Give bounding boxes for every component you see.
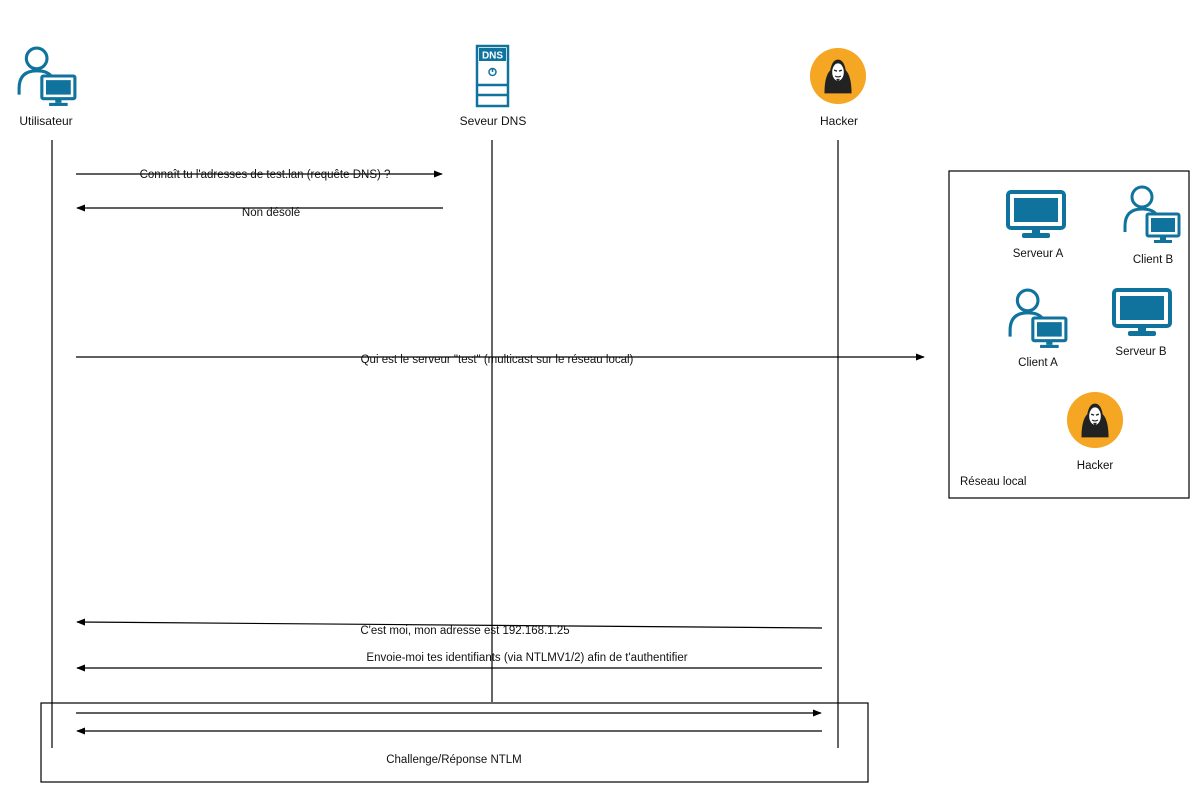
node-serveur-a: Serveur A xyxy=(1006,190,1066,260)
participant-hacker: Hacker xyxy=(809,47,867,128)
participant-dns-label: Seveur DNS xyxy=(460,114,527,128)
user-computer-icon xyxy=(1123,185,1181,244)
challenge-box: Challenge/Réponse NTLM xyxy=(40,702,869,783)
node-client-b: Client B xyxy=(1123,185,1181,266)
message-dns-reply-label: Non désolé xyxy=(242,207,300,219)
node-serveur-b-label: Serveur B xyxy=(1115,346,1166,358)
node-client-a: Client A xyxy=(1008,288,1068,369)
message-hacker-request-label: Envoie-moi tes identifiants (via NTLMV1/… xyxy=(366,652,687,664)
message-dns-query-label: Connaît tu l'adresses de test.lan (requê… xyxy=(140,169,391,181)
hacker-icon xyxy=(1066,391,1124,449)
user-computer-icon xyxy=(1008,288,1068,349)
participant-hacker-label: Hacker xyxy=(820,114,858,128)
message-multicast-label: Qui est le serveur "test" (multicast sur… xyxy=(361,354,634,366)
local-network-label: Réseau local xyxy=(960,476,1026,488)
message-hacker-claim: C'est moi, mon adresse est 192.168.1.25 xyxy=(76,618,823,637)
message-multicast: Qui est le serveur "test" (multicast sur… xyxy=(76,353,925,366)
user-computer-icon xyxy=(17,46,77,107)
participant-user-label: Utilisateur xyxy=(19,114,72,128)
message-dns-query: Connaît tu l'adresses de test.lan (requê… xyxy=(76,169,443,181)
message-hacker-request: Envoie-moi tes identifiants (via NTLMV1/… xyxy=(76,652,822,672)
node-client-a-label: Client A xyxy=(1018,357,1058,369)
node-client-b-label: Client B xyxy=(1133,254,1174,266)
node-serveur-b: Serveur B xyxy=(1112,288,1172,358)
challenge-box-label: Challenge/Réponse NTLM xyxy=(386,754,522,766)
participant-dns: DNS Seveur DNS xyxy=(460,44,527,128)
monitor-icon xyxy=(1006,190,1066,240)
message-hacker-claim-label: C'est moi, mon adresse est 192.168.1.25 xyxy=(360,625,569,637)
node-hacker-label: Hacker xyxy=(1077,460,1114,472)
node-serveur-a-label: Serveur A xyxy=(1013,248,1064,260)
participant-user: Utilisateur xyxy=(17,46,77,128)
hacker-icon xyxy=(809,47,867,105)
monitor-icon xyxy=(1112,288,1172,338)
dns-server-icon: DNS xyxy=(475,44,510,108)
dns-badge: DNS xyxy=(482,51,503,62)
local-network-box: Serveur A Client B Client A Serveur B Ha… xyxy=(948,170,1190,499)
message-dns-reply: Non désolé xyxy=(76,204,443,219)
node-hacker: Hacker xyxy=(1066,391,1124,472)
